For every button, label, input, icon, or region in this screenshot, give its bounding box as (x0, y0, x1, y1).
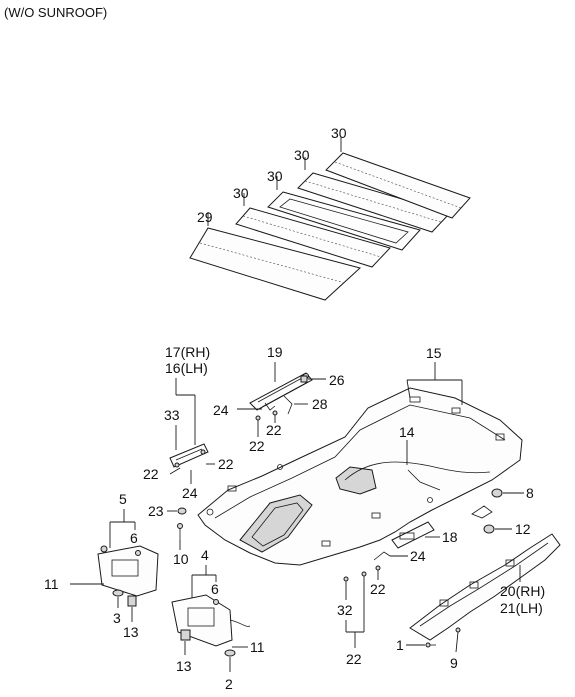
pad-group: 29 30 30 30 30 (189, 125, 471, 301)
callout-19: 19 (267, 344, 283, 360)
callout-30-2: 30 (267, 168, 283, 184)
harness-wire (344, 461, 491, 481)
sunvisor-4-group: 4 6 11 2 13 (171, 547, 265, 692)
pad-30-4 (325, 152, 471, 219)
callout-28: 28 (312, 396, 328, 412)
callout-11b: 11 (250, 639, 265, 655)
holder-13b (180, 629, 191, 641)
callout-13a: 13 (123, 624, 139, 640)
headlining-assembly: 15 14 8 (197, 345, 534, 566)
callout-8: 8 (526, 485, 534, 501)
clip-12 (483, 524, 495, 534)
clip-12-group: 12 (471, 505, 531, 537)
assist-handle-group: 17(RH) 16(LH) 33 22 22 24 (143, 344, 234, 501)
trim-20-21-group: 20(RH) 21(LH) 1 9 (396, 533, 561, 671)
callout-9: 9 (450, 655, 458, 671)
callout-6a: 6 (130, 530, 138, 546)
callout-11a: 11 (44, 576, 59, 592)
callout-16: 16(LH) (165, 360, 208, 376)
bracket-28 (283, 395, 293, 415)
clip-23-screw-10: 23 10 (148, 503, 189, 567)
callout-4: 4 (201, 547, 209, 563)
callout-1: 1 (396, 637, 404, 653)
callout-24b: 24 (213, 402, 229, 418)
callout-22b: 22 (218, 456, 234, 472)
pad-30-2 (267, 191, 421, 251)
bracket-18-group: 18 24 22 (370, 521, 458, 597)
callout-22f: 22 (346, 651, 362, 667)
callout-22a: 22 (143, 466, 159, 482)
pad-30-1 (235, 207, 391, 268)
callout-15: 15 (426, 345, 442, 361)
dome-lamp-opening (239, 494, 313, 553)
callout-33: 33 (164, 407, 180, 423)
diagram-title: (W/O SUNROOF) (4, 5, 107, 20)
grommet-8 (491, 488, 503, 498)
callout-24c: 24 (410, 548, 426, 564)
callout-26: 26 (329, 372, 345, 388)
callout-23: 23 (148, 503, 164, 519)
callout-14: 14 (399, 424, 415, 440)
sunvisor-5 (97, 545, 159, 597)
cover-2 (224, 649, 236, 657)
clip-23 (177, 507, 187, 515)
clip-26 (300, 375, 308, 383)
callout-6b: 6 (211, 581, 219, 597)
assist-handle (169, 443, 209, 468)
clips-32-22: 32 22 (337, 571, 367, 667)
callout-3: 3 (113, 610, 121, 626)
clip-24 (264, 402, 276, 411)
callout-24a: 24 (182, 485, 198, 501)
callout-29: 29 (197, 209, 213, 225)
callout-20: 20(RH) (500, 583, 545, 599)
callout-32: 32 (337, 602, 353, 618)
clip-24c (373, 551, 391, 561)
callout-13b: 13 (176, 658, 192, 674)
holder-13a (127, 595, 137, 607)
cover-3 (112, 589, 124, 597)
callout-10: 10 (173, 551, 189, 567)
callout-22d: 22 (266, 422, 282, 438)
callout-17: 17(RH) (165, 344, 210, 360)
rail-19-group: 19 24 22 22 26 28 (213, 344, 345, 454)
callout-12: 12 (515, 521, 531, 537)
callout-30-3: 30 (294, 147, 310, 163)
sunvisor-5-group: 5 6 11 3 13 (44, 491, 159, 640)
callout-30-4: 30 (331, 125, 347, 141)
sunvisor-wire (229, 619, 251, 627)
rail-19 (249, 372, 313, 411)
callout-22e: 22 (370, 581, 386, 597)
callout-18: 18 (442, 529, 458, 545)
callout-2: 2 (225, 676, 233, 692)
callout-5: 5 (119, 491, 127, 507)
callout-21: 21(LH) (500, 600, 543, 616)
console-opening (335, 466, 377, 495)
bracket-18 (391, 521, 435, 549)
callout-22c: 22 (249, 438, 265, 454)
callout-30-1: 30 (233, 185, 249, 201)
